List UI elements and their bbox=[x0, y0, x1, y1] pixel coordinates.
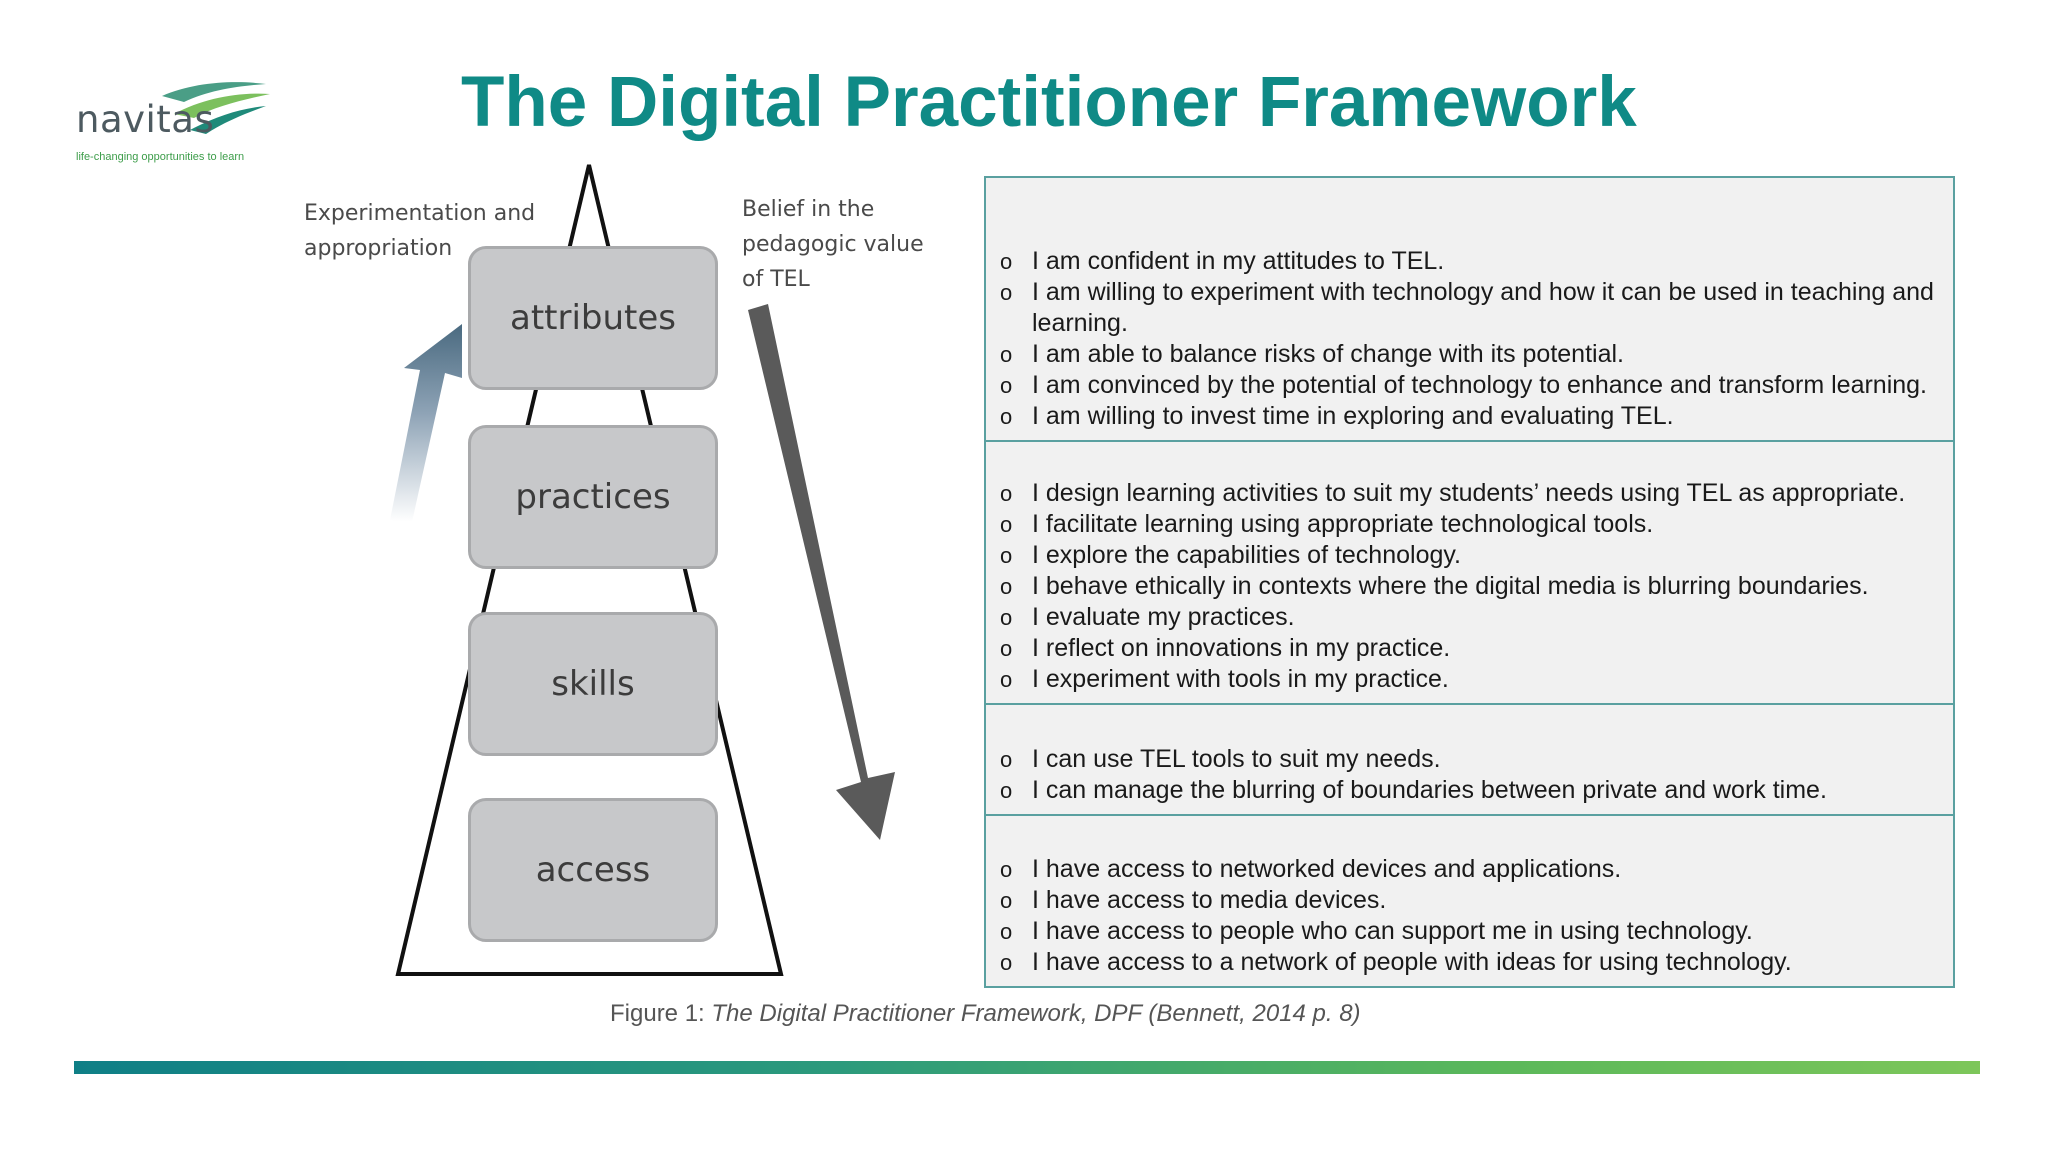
list-item: I facilitate learning using appropriate … bbox=[1000, 509, 1939, 540]
block-access: access bbox=[468, 798, 718, 942]
logo-tagline: life-changing opportunities to learn bbox=[76, 151, 245, 163]
list-item: I am confident in my attitudes to TEL. bbox=[1000, 246, 1939, 277]
list-item: I am able to balance risks of change wit… bbox=[1000, 339, 1939, 370]
section-access: I have access to networked devices and a… bbox=[986, 816, 1953, 986]
slide-title: The Digital Practitioner Framework bbox=[461, 63, 1637, 142]
block-skills: skills bbox=[468, 612, 718, 756]
list-item: I have access to networked devices and a… bbox=[1000, 854, 1939, 885]
list-item: I have access to a network of people wit… bbox=[1000, 947, 1939, 978]
navitas-logo: navitas life-changing opportunities to l… bbox=[74, 74, 284, 170]
list-item: I can manage the blurring of boundaries … bbox=[1000, 775, 1939, 806]
list-item: I design learning activities to suit my … bbox=[1000, 478, 1939, 509]
left-label-line: appropriation bbox=[304, 236, 453, 261]
logo-wordmark: navitas bbox=[76, 98, 215, 141]
block-attributes: attributes bbox=[468, 246, 718, 390]
section-attributes: I am confident in my attitudes to TEL. I… bbox=[986, 178, 1953, 442]
downward-arrow bbox=[748, 304, 895, 840]
right-label-line: Belief in the bbox=[742, 197, 875, 222]
caption-title: The Digital Practitioner Framework, DPF … bbox=[711, 1000, 1361, 1027]
figure-caption: Figure 1: The Digital Practitioner Frame… bbox=[610, 1000, 1361, 1028]
statements-panel: I am confident in my attitudes to TEL. I… bbox=[984, 176, 1955, 988]
statement-list: I can use TEL tools to suit my needs. I … bbox=[1000, 744, 1939, 806]
statement-list: I design learning activities to suit my … bbox=[1000, 478, 1939, 695]
list-item: I have access to media devices. bbox=[1000, 885, 1939, 916]
bottom-gradient-bar bbox=[74, 1061, 1980, 1074]
left-label-line: Experimentation and bbox=[304, 201, 536, 226]
section-practices: I design learning activities to suit my … bbox=[986, 442, 1953, 705]
list-item: I evaluate my practices. bbox=[1000, 602, 1939, 633]
list-item: I am convinced by the potential of techn… bbox=[1000, 370, 1939, 401]
list-item: I can use TEL tools to suit my needs. bbox=[1000, 744, 1939, 775]
section-skills: I can use TEL tools to suit my needs. I … bbox=[986, 705, 1953, 816]
list-item: I reflect on innovations in my practice. bbox=[1000, 633, 1939, 664]
list-item: I behave ethically in contexts where the… bbox=[1000, 571, 1939, 602]
left-arrow-label: Experimentation and appropriation bbox=[304, 196, 535, 266]
statement-list: I have access to networked devices and a… bbox=[1000, 854, 1939, 978]
list-item: I am willing to invest time in exploring… bbox=[1000, 401, 1939, 432]
leaf-swoosh-icon bbox=[162, 82, 270, 134]
list-item: I have access to people who can support … bbox=[1000, 916, 1939, 947]
upward-arrow bbox=[390, 324, 462, 522]
statement-list: I am confident in my attitudes to TEL. I… bbox=[1000, 246, 1939, 432]
list-item: I explore the capabilities of technology… bbox=[1000, 540, 1939, 571]
list-item: I am willing to experiment with technolo… bbox=[1000, 277, 1939, 339]
right-label-line: pedagogic value bbox=[742, 232, 924, 257]
list-item: I experiment with tools in my practice. bbox=[1000, 664, 1939, 695]
right-label-line: of TEL bbox=[742, 267, 810, 292]
right-arrow-label: Belief in the pedagogic value of TEL bbox=[742, 192, 924, 297]
block-practices: practices bbox=[468, 425, 718, 569]
caption-prefix: Figure 1: bbox=[610, 1000, 712, 1027]
